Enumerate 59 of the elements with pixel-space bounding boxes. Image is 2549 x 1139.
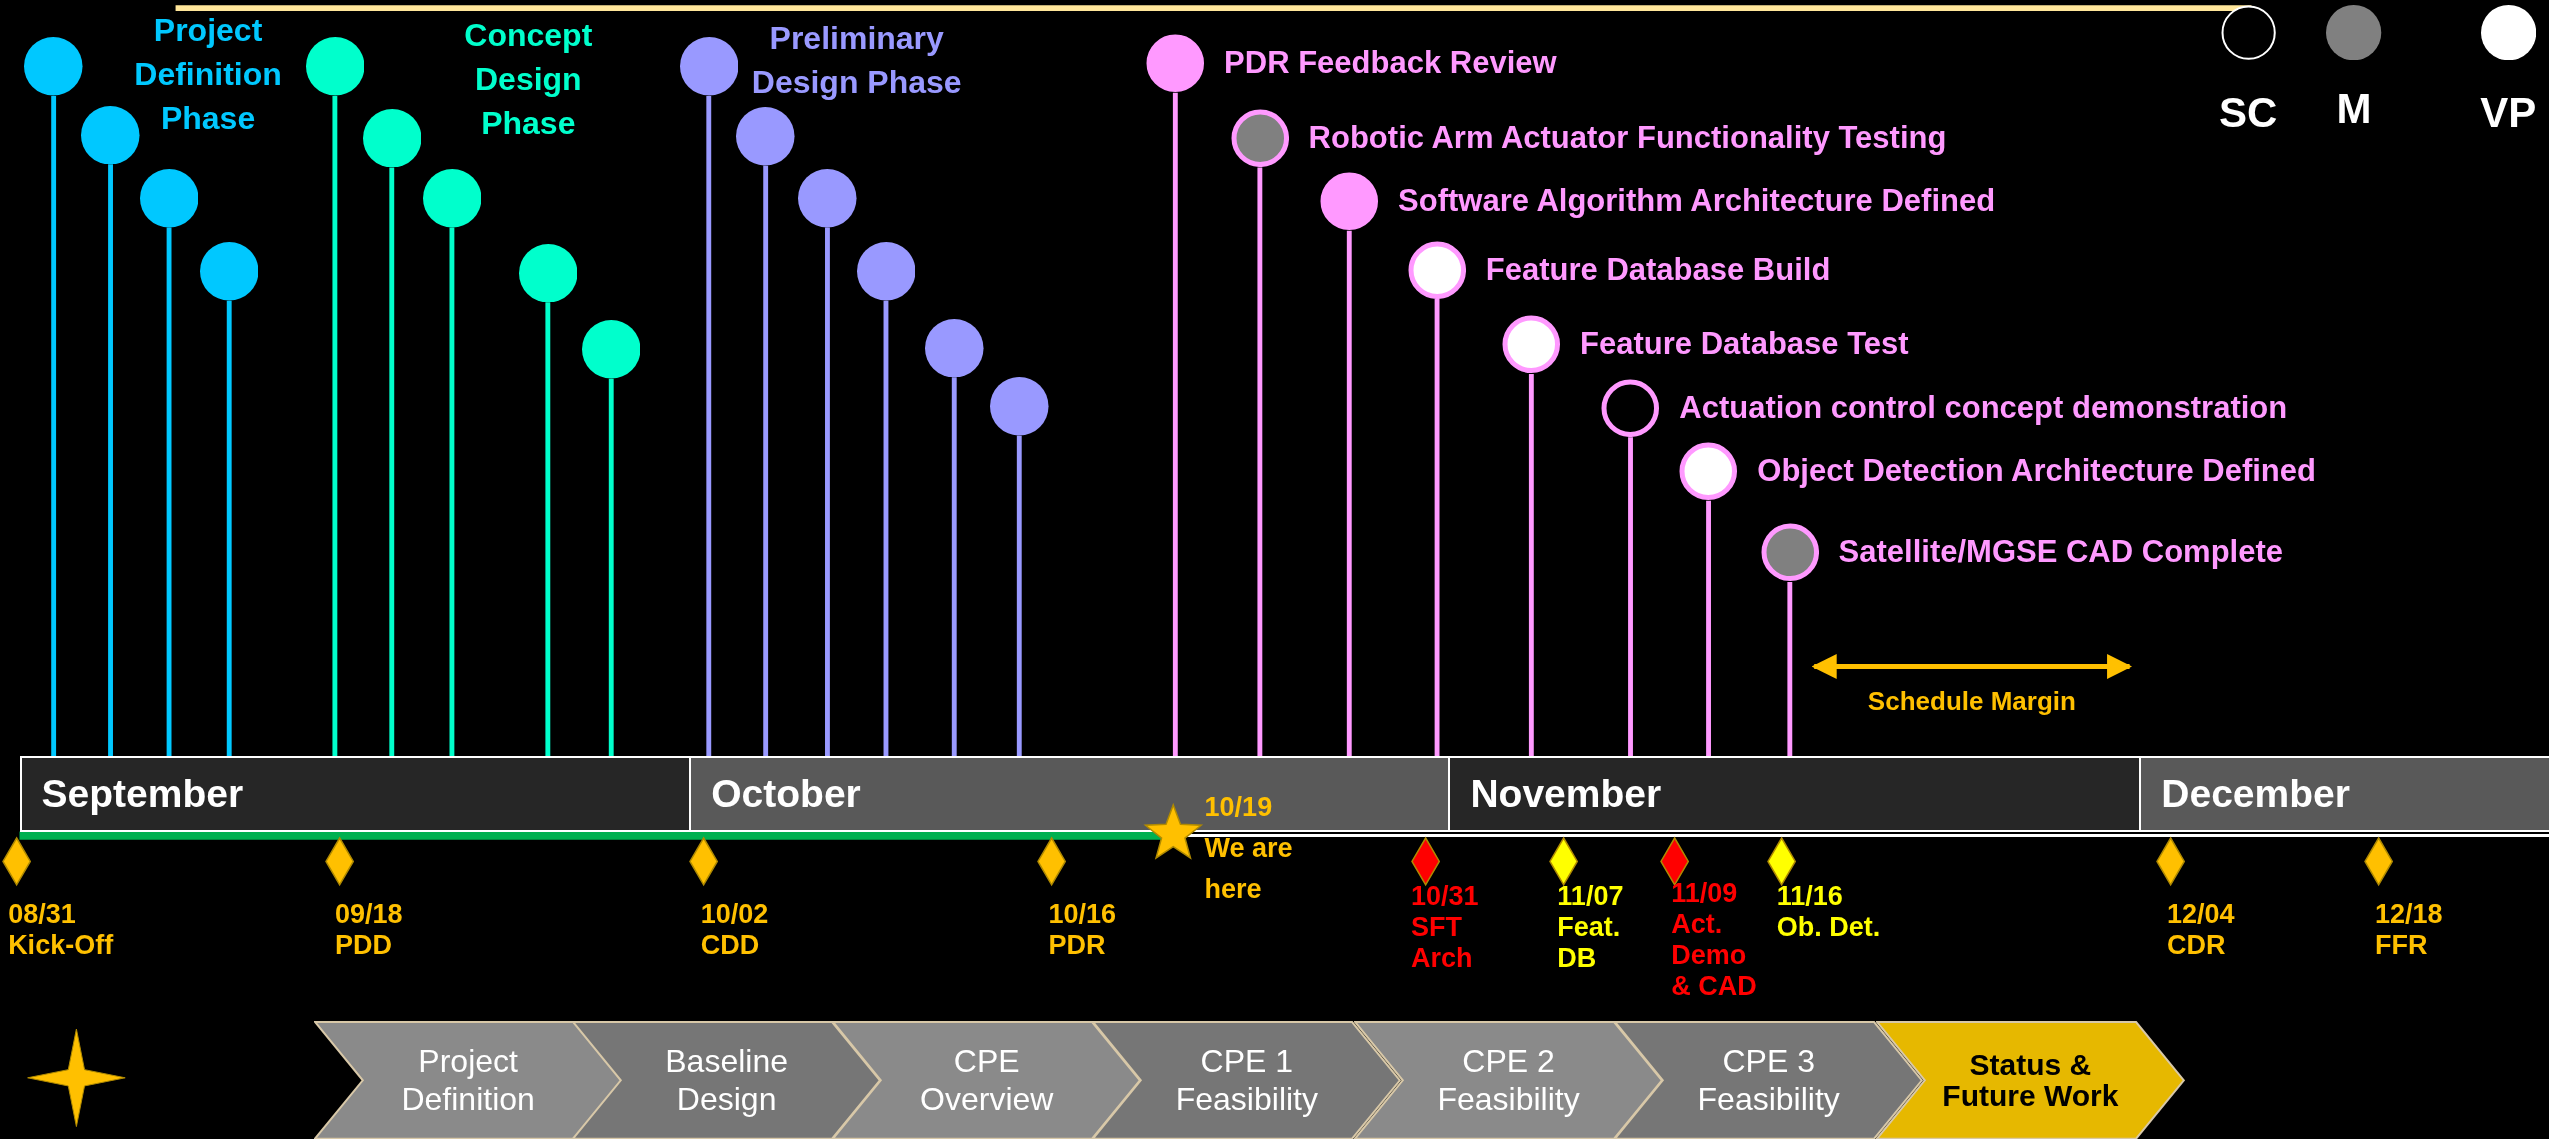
milestone-stem	[706, 95, 712, 756]
milestone-stem	[1016, 435, 1022, 756]
phase-heading: Concept Design Phase	[463, 16, 594, 143]
milestone-date-label: 12/18 FFR	[2375, 898, 2444, 961]
milestone-label: Satellite/MGSE CAD Complete	[1838, 533, 2283, 572]
month-band: December	[2139, 755, 2549, 833]
milestone-date-label: 11/07 Feat. DB	[1557, 881, 1625, 975]
month-band: November	[1448, 755, 2142, 833]
month-band: September	[19, 755, 692, 833]
milestone-stem	[1172, 92, 1178, 756]
phase-heading: Project Definition Phase	[133, 11, 283, 139]
milestone-stem	[389, 167, 395, 756]
milestone-stem	[1787, 582, 1793, 756]
milestone-stem	[763, 165, 769, 756]
milestone-label: Software Algorithm Architecture Defined	[1398, 182, 1996, 221]
milestone-date-label: 08/31 Kick-Off	[8, 898, 115, 961]
milestone-stem	[825, 227, 830, 756]
milestone-stem	[108, 164, 113, 756]
milestone-label: Object Detection Architecture Defined	[1757, 452, 2316, 491]
milestone-stem	[1257, 167, 1263, 756]
milestone-stem	[883, 300, 889, 756]
milestone-stem	[332, 95, 338, 756]
chevron-label: Baseline Design	[664, 1042, 789, 1119]
legend-label: M	[2335, 84, 2373, 133]
chevron-label: Project Definition	[400, 1042, 536, 1119]
legend-label: SC	[2218, 89, 2279, 138]
milestone-stem	[545, 302, 551, 756]
milestone-date-label: 11/16 Ob. Det.	[1776, 881, 1882, 944]
milestone-date-label: 11/09 Act. Demo & CAD	[1671, 877, 1758, 1002]
legend-label: VP	[2479, 89, 2538, 138]
milestone-label: Actuation control concept demonstration	[1679, 388, 2288, 427]
milestone-date-label: 09/18 PDD	[334, 898, 404, 961]
milestone-date-label: 10/02 CDD	[700, 898, 770, 961]
milestone-date-label: 10/19 We are here	[1204, 790, 1294, 906]
phase-heading: Preliminary Design Phase	[750, 19, 963, 103]
milestone-stem	[951, 377, 957, 756]
milestone-date-label: 10/16 PDR	[1048, 898, 1118, 961]
milestone-stem	[1706, 500, 1711, 756]
milestone-stem	[51, 95, 57, 756]
schedule-margin-label: Schedule Margin	[1866, 686, 2077, 716]
milestone-label: Feature Database Build	[1485, 250, 1831, 289]
milestone-stem	[1434, 299, 1440, 756]
milestone-stem	[608, 378, 614, 756]
chevron-label: Status & Future Work	[1941, 1049, 2120, 1112]
chevron-label: CPE 3 Feasibility	[1696, 1042, 1841, 1119]
milestone-stem	[226, 300, 232, 756]
milestone-date-label: 12/04 CDR	[2166, 898, 2236, 961]
milestone-label: Feature Database Test	[1580, 325, 1909, 364]
milestone-stem	[1628, 437, 1633, 756]
milestone-label: PDR Feedback Review	[1224, 44, 1557, 83]
milestone-stem	[1528, 373, 1534, 756]
milestone-date-label: 10/31 SFT Arch	[1411, 881, 1480, 975]
milestone-stem	[449, 227, 455, 756]
chevron-label: CPE 2 Feasibility	[1436, 1042, 1581, 1119]
chevron-label: CPE Overview	[919, 1042, 1055, 1119]
chevron-label: CPE 1 Feasibility	[1174, 1042, 1319, 1119]
milestone-label: Robotic Arm Actuator Functionality Testing	[1308, 118, 1947, 157]
milestone-stem	[1346, 230, 1352, 756]
milestone-stem	[166, 227, 172, 756]
